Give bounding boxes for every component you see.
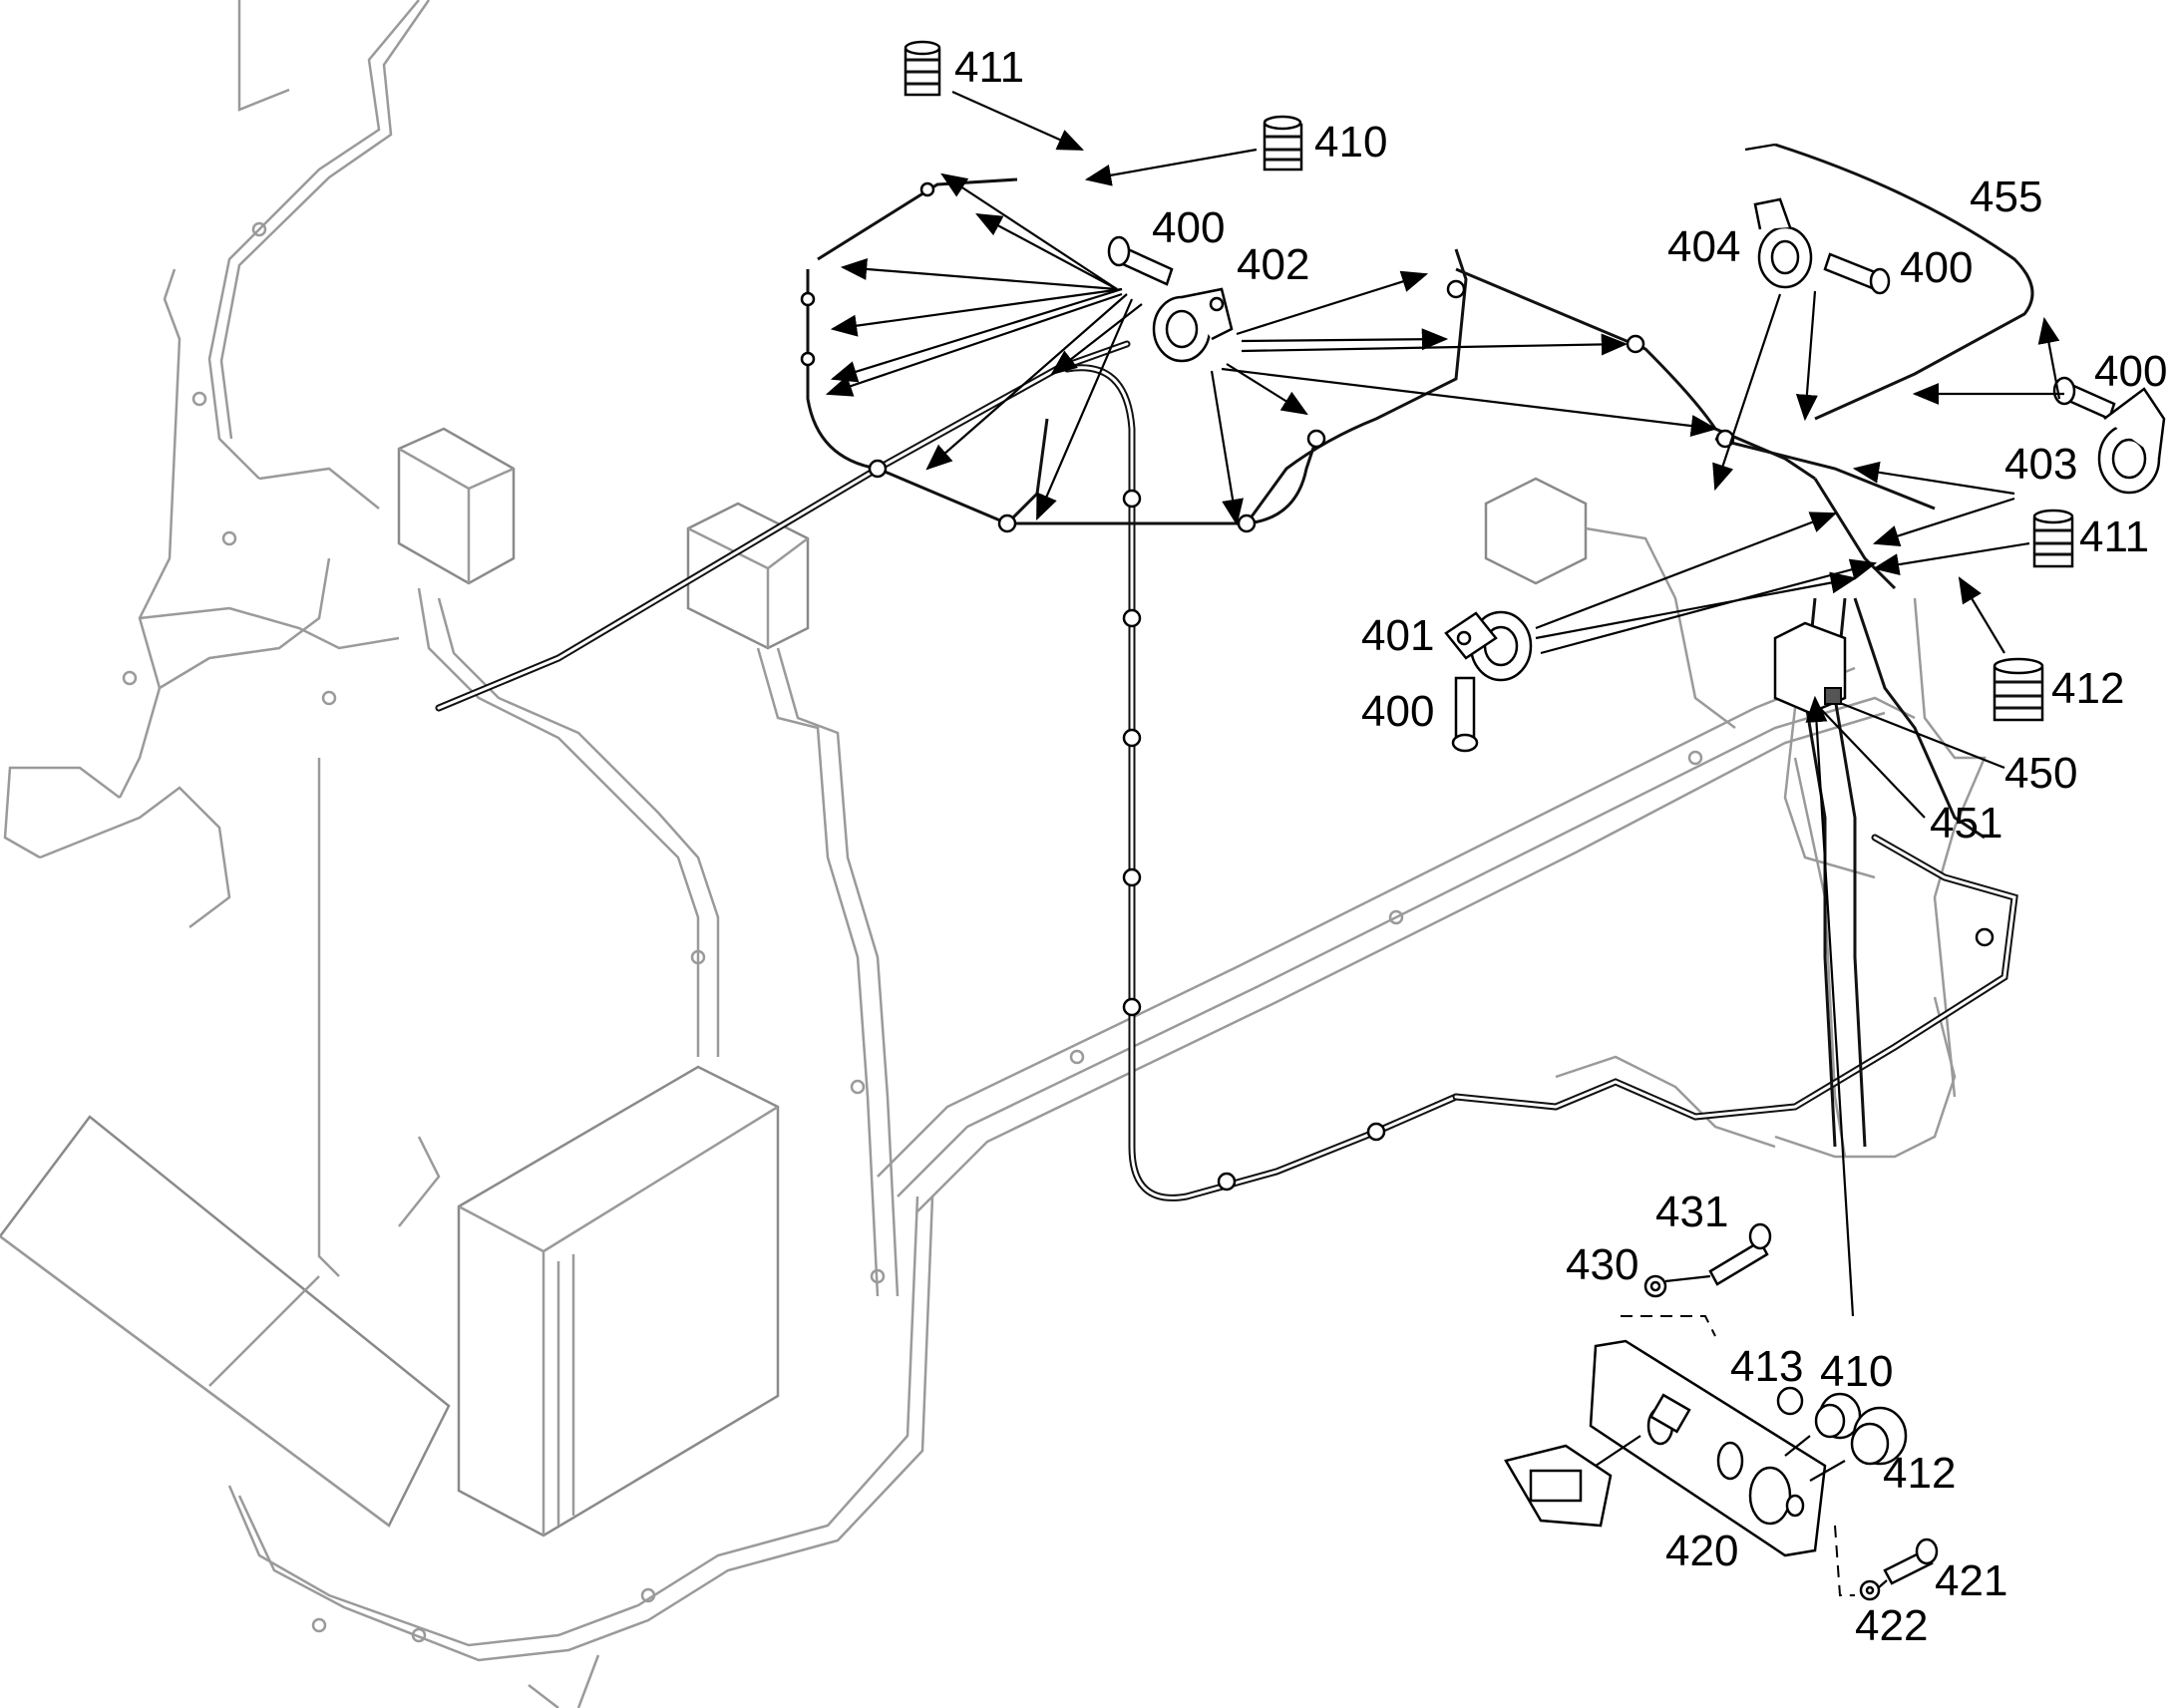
callout-420: 420 (1665, 1527, 1738, 1575)
callout-400-rt: 400 (1900, 243, 1973, 292)
grommet-410-top (1263, 115, 1303, 171)
bolt-400-right-top (1823, 252, 1891, 295)
cable-455 (1774, 143, 2034, 421)
callout-411-right: 411 (2079, 512, 2149, 561)
callout-410-plate: 410 (1820, 1347, 1893, 1396)
plate-assembly-420 (1504, 1222, 1939, 1601)
callout-402: 402 (1237, 240, 1309, 289)
leader-lines (825, 90, 2064, 1317)
bolt-400-top (1107, 235, 1174, 286)
callout-411-top: 411 (954, 43, 1024, 92)
callout-422: 422 (1855, 1601, 1928, 1650)
callout-431: 431 (1655, 1188, 1728, 1236)
clamp-404 (1753, 197, 1813, 289)
callout-410-top: 410 (1314, 118, 1387, 167)
clamp-401 (1444, 610, 1533, 682)
background-machine-ghost (0, 0, 1987, 1708)
bolt-400-vertical (1451, 676, 1479, 753)
callout-451: 451 (1930, 799, 2002, 848)
callout-labels: 411 410 400 402 455 404 400 400 403 411 … (954, 43, 2167, 1650)
clamp-402 (1152, 287, 1234, 363)
callout-430: 430 (1566, 1240, 1638, 1289)
grommet-411-top (904, 40, 941, 97)
callout-400-r: 400 (2094, 347, 2167, 396)
callout-404: 404 (1667, 222, 1740, 271)
callout-400-top: 400 (1152, 203, 1225, 252)
callout-421: 421 (1935, 1556, 2007, 1605)
callout-413: 413 (1730, 1342, 1803, 1391)
callout-400-v: 400 (1361, 687, 1434, 736)
callout-455: 455 (1970, 172, 2042, 221)
callout-403: 403 (2004, 440, 2077, 489)
callout-412-right: 412 (2051, 664, 2124, 713)
grommet-412-right (1993, 657, 2044, 722)
clamp-403 (2097, 387, 2166, 495)
callout-401: 401 (1361, 611, 1434, 660)
gland-410-plate (1784, 1392, 1862, 1457)
callout-412-plate: 412 (1883, 1449, 1956, 1498)
gland-412-plate (1809, 1406, 1908, 1482)
connector-housing (1773, 621, 1847, 715)
grommet-411-right (2032, 509, 2074, 568)
callout-450: 450 (2004, 749, 2077, 798)
